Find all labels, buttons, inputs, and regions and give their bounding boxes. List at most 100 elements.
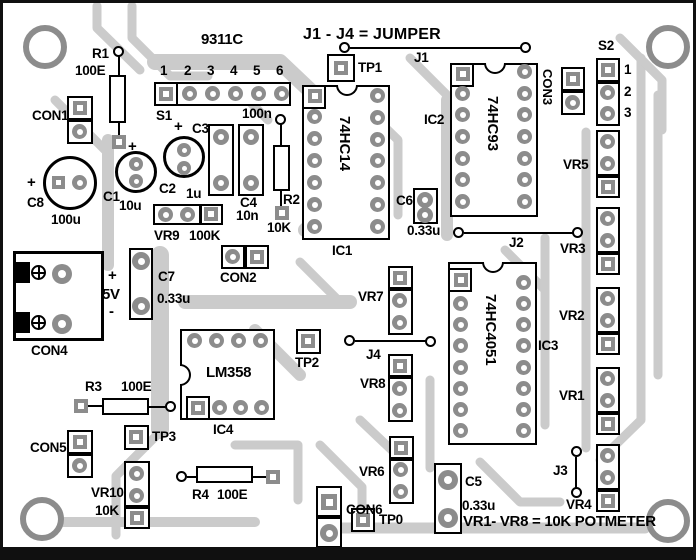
con6-pad: [320, 524, 338, 542]
ic4-label: IC4: [213, 422, 234, 437]
ic3-pin1-pad: [454, 273, 468, 287]
con4-terminal-slot: [14, 262, 30, 283]
con1-pad: [72, 124, 87, 139]
s1-pad: [159, 87, 173, 101]
j1-jumper-wire: [350, 47, 521, 49]
ic3-pin1-box: [448, 268, 472, 292]
r3-lead-pad: [165, 401, 176, 412]
j3-jumper-wire: [575, 457, 577, 488]
ic4-pad: [231, 333, 246, 348]
j3-end-pad: [571, 446, 582, 457]
ic2-pin1-pad: [456, 67, 470, 81]
c1-pad: [129, 174, 143, 188]
vr9-pad: [158, 207, 173, 222]
r4-lead-pad: [176, 471, 187, 482]
ic3-pad: [516, 423, 531, 438]
r3-pad: [74, 399, 88, 413]
ic3-pad: [516, 381, 531, 396]
ic4-part-label: LM358: [206, 364, 252, 381]
power-rail-label: 5V: [102, 286, 120, 303]
board-code: 9311C: [201, 31, 243, 48]
ic2-pad: [517, 86, 532, 101]
ic2-pad: [455, 172, 470, 187]
con2-label: CON2: [220, 270, 257, 285]
r2-label: R2: [283, 192, 300, 207]
ic1-pad: [370, 88, 385, 103]
con5-pad: [73, 435, 87, 449]
c6-label: C6: [396, 193, 413, 208]
s1-pin-number: 1: [160, 63, 168, 78]
con4-screw-icon: [31, 315, 46, 330]
con1-pin1-box: [67, 96, 93, 120]
con5-label: CON5: [30, 440, 67, 455]
ic2-pad: [517, 107, 532, 122]
vr7-pad: [392, 315, 407, 330]
ic1-pad: [370, 110, 385, 125]
r3-lead-wire: [88, 405, 102, 407]
s1-pin-number: 3: [207, 63, 215, 78]
s1-pin-number: 6: [276, 63, 284, 78]
vr8-pad: [392, 381, 407, 396]
con4-pad: [52, 314, 72, 334]
ic4-pin1-pad: [191, 401, 205, 415]
tp1-pad: [334, 61, 348, 75]
c8-polarity-plus: +: [27, 174, 36, 191]
vr4-pad: [600, 448, 615, 463]
c6-pad: [417, 192, 433, 208]
ic2-label: IC2: [424, 112, 445, 127]
c7-value: 0.33u: [157, 291, 191, 306]
vr3-pad: [600, 211, 615, 226]
ic3-pad: [453, 317, 468, 332]
s2-pad: [600, 85, 615, 100]
j2-end-pad: [572, 227, 583, 238]
vr1-label: VR1: [559, 388, 585, 403]
r4-body: [196, 466, 253, 483]
ic3-pad: [453, 381, 468, 396]
vr4-pad: [601, 494, 615, 508]
ic3-pad: [516, 402, 531, 417]
s1-pin-number: 4: [230, 63, 238, 78]
c7-pad: [132, 252, 150, 270]
ic3-pad: [516, 338, 531, 353]
con4-terminal-slot: [14, 312, 30, 333]
c4-label: C4: [240, 195, 257, 210]
ic4-notch: [180, 364, 191, 386]
vr9-pad: [180, 207, 195, 222]
c3-polarity-plus: +: [174, 118, 183, 135]
mounting-hole-top-left: [23, 25, 67, 69]
vr3-pad: [601, 257, 615, 271]
tp3-pad: [129, 430, 143, 444]
ic3-pad: [516, 275, 531, 290]
vr7-label: VR7: [358, 289, 384, 304]
vr2-pad: [601, 337, 615, 351]
ic1-pad: [307, 109, 322, 124]
vr5-pad: [600, 134, 615, 149]
con3-pin1-box: [561, 67, 585, 91]
c3-label: C3: [192, 121, 209, 136]
s1-pad: [251, 86, 266, 101]
vr7-pad: [392, 293, 407, 308]
mounting-hole-bottom-right: [646, 499, 690, 543]
power-plus-mark: +: [108, 267, 117, 284]
power-minus-mark: -: [109, 303, 114, 320]
con6-label: CON6: [346, 502, 383, 517]
s1-pad: [274, 86, 289, 101]
ic2-pad: [517, 129, 532, 144]
r4-lead-wire: [253, 476, 267, 478]
vr7-pad: [393, 271, 407, 285]
vr10-label: VR10: [91, 485, 124, 500]
ic1-part-label: 74HC14: [336, 116, 353, 172]
ic3-part-label: 74HC4051: [482, 294, 499, 366]
vr9-label: VR9: [154, 228, 180, 243]
c4-pad: [243, 175, 259, 191]
r1-label: R1: [92, 46, 109, 61]
potmeter-note: VR1- VR8 = 10K POTMETER: [463, 513, 656, 530]
con2-pin1-box: [245, 245, 269, 269]
s2-pin-number: 2: [624, 84, 632, 99]
s1-pad: [228, 86, 243, 101]
c5-label: C5: [465, 474, 482, 489]
c1-label: C1: [103, 189, 120, 204]
vr1-pad: [600, 393, 615, 408]
con2-pad: [250, 250, 264, 264]
ic2-pad: [517, 172, 532, 187]
